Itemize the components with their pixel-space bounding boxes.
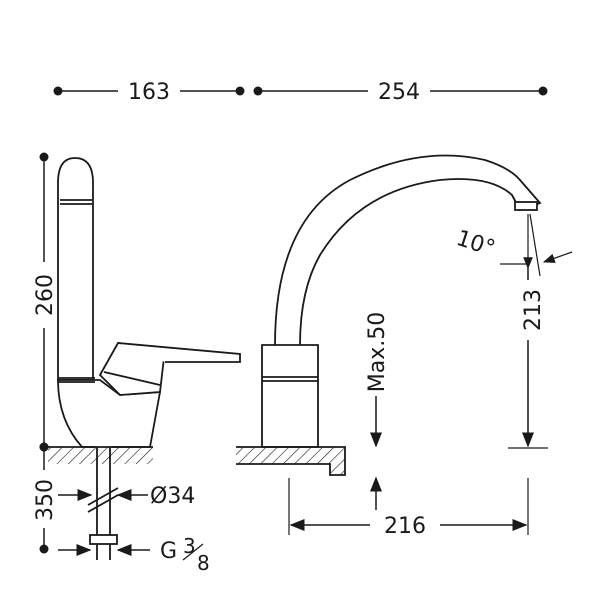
dimension-254: 254	[253, 80, 548, 105]
dimension-260-label: 260	[33, 274, 58, 316]
dimension-163-label: 163	[128, 80, 170, 105]
dimension-max-deck-label: Max.50	[365, 312, 390, 392]
dimension-diameter-label: Ø34	[150, 484, 195, 509]
thread-denominator: 8	[197, 551, 210, 575]
dimension-213: 213	[508, 268, 548, 449]
dimension-max-deck: Max.50	[365, 312, 390, 510]
faucet-side-view	[48, 157, 241, 560]
dimension-350-label: 350	[33, 479, 58, 521]
faucet-front-view	[236, 154, 542, 476]
dimension-diameter: Ø34	[58, 484, 195, 509]
dimension-thread: G 3 8	[58, 534, 210, 575]
dimension-260: 260	[33, 152, 58, 452]
dimension-254-label: 254	[378, 80, 420, 105]
dimension-216-label: 216	[384, 514, 426, 539]
dimension-350: 350	[33, 442, 58, 554]
dimension-216: 216	[288, 478, 529, 539]
thread-label: G	[160, 539, 177, 564]
dimension-angle: 10°	[453, 213, 573, 277]
dimension-angle-label: 10°	[453, 226, 498, 262]
dimension-163: 163	[53, 80, 245, 105]
dimension-213-label: 213	[521, 289, 546, 331]
